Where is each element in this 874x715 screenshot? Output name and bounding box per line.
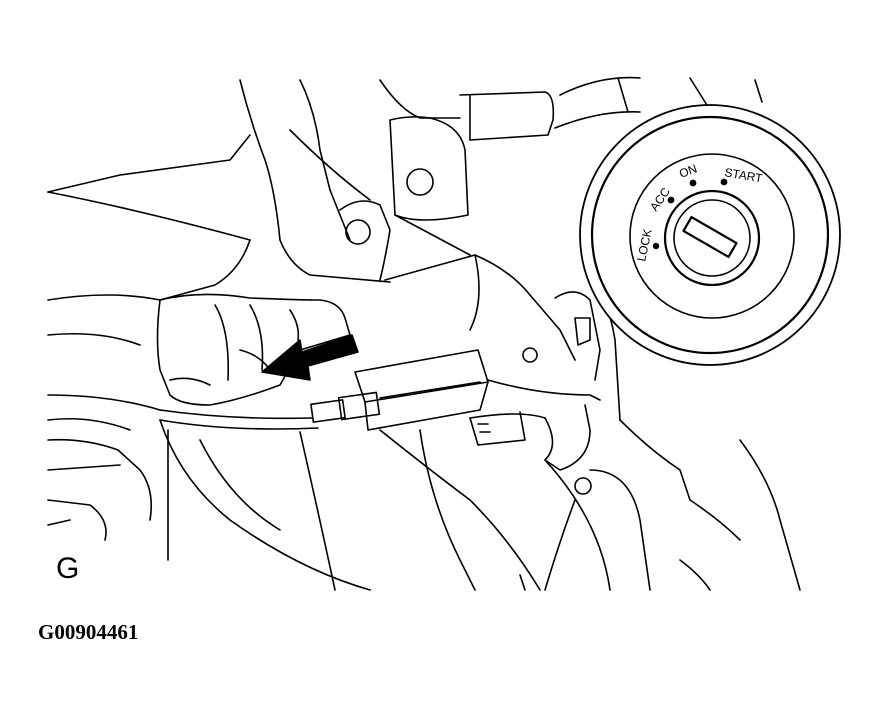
direction-arrow-icon: [261, 334, 359, 381]
acc-position-dot: [667, 196, 675, 204]
steering-column-housing: [47, 76, 763, 421]
key-slot-icon: [682, 215, 738, 259]
ignition-position-label-on: ON: [677, 162, 699, 181]
figure-code: G00904461: [38, 620, 139, 644]
start-position-dot: [720, 178, 728, 186]
ignition-switch-detail: LOCK ACC ON START: [579, 104, 841, 366]
on-position-dot: [689, 179, 697, 187]
lower-panel-outlines: [47, 394, 801, 591]
panel-letter: G: [56, 552, 80, 585]
hand-outline: [156, 293, 351, 406]
ignition-position-label-start: START: [723, 165, 764, 186]
lock-position-dot: [652, 242, 660, 250]
ignition-position-label-lock: LOCK: [634, 228, 654, 263]
wire-harness-connector: [159, 349, 601, 471]
